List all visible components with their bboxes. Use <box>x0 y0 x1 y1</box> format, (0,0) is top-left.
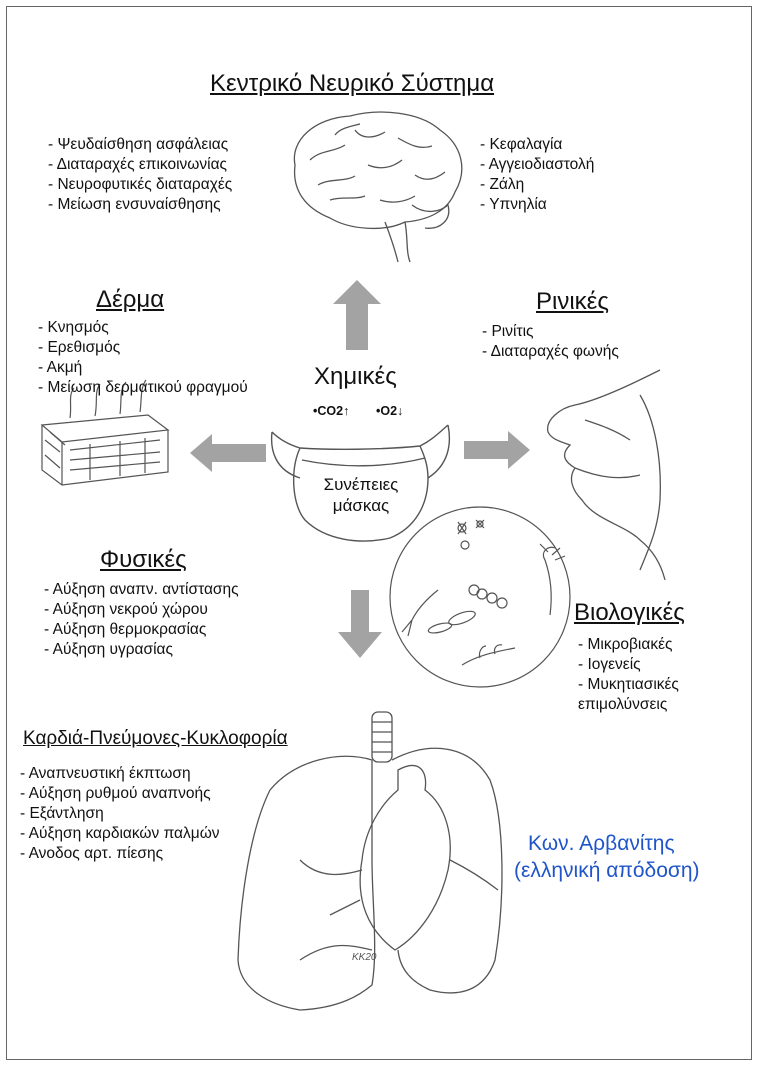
list-item: Ψευδαίσθηση ασφάλειας <box>48 135 232 155</box>
heart-lungs-sketch-icon <box>237 711 503 1011</box>
list-item: Αύξηση ρυθμού αναπνοής <box>20 784 220 804</box>
center-label-line1: Συνέπειες <box>323 475 399 494</box>
page-frame <box>6 6 752 1060</box>
list-item: Αύξηση νεκρού χώρου <box>44 600 239 620</box>
list-item: Αγγειοδιαστολή <box>480 155 595 175</box>
gas-o2-label: •O2↓ <box>376 404 404 418</box>
arrow-right <box>464 431 530 469</box>
list-item: Ρινίτις <box>482 322 619 342</box>
nasal-list: Ρινίτις Διαταραχές φωνής <box>482 322 619 362</box>
biological-title: Βιολογικές <box>574 599 685 626</box>
list-item: Μυκητιασικές <box>578 675 678 695</box>
brain-sketch-icon <box>293 111 463 263</box>
skin-list: Κνησμός Ερεθισμός Ακμή Μείωση δερματικού… <box>38 318 248 398</box>
list-item: Αναπνευστική έκπτωση <box>20 764 220 784</box>
nasal-title: Ρινικές <box>536 288 609 315</box>
list-item: Κνησμός <box>38 318 248 338</box>
microbes-sketch-icon <box>389 506 571 688</box>
list-item: Ερεθισμός <box>38 338 248 358</box>
credit-note: (ελληνική απόδοση) <box>514 859 700 882</box>
cns-left-list: Ψευδαίσθηση ασφάλειας Διαταραχές επικοιν… <box>48 135 233 215</box>
skin-title: Δέρμα <box>96 286 165 313</box>
cardio-title: Καρδιά-Πνεύμονες-Κυκλοφορία <box>23 728 288 749</box>
arrow-left <box>190 434 266 472</box>
list-item: Ανοδος αρτ. πίεσης <box>20 844 220 864</box>
nose-throat-sketch-icon <box>547 369 666 581</box>
gas-co2-label: •CO2↑ <box>313 404 350 418</box>
skin-sketch-icon <box>40 379 170 486</box>
list-item: Μείωση δερματικού φραγμού <box>38 378 247 398</box>
cns-title: Κεντρικό Νευρικό Σύστημα <box>210 70 495 97</box>
center-label: Συνέπειες μάσκας <box>305 474 417 516</box>
list-item: Αύξηση υγρασίας <box>44 640 239 660</box>
list-item: Εξάντληση <box>20 804 220 824</box>
biological-list: Μικροβιακές Ιογενείς Μυκητιασικές <box>578 635 679 695</box>
cardio-list: Αναπνευστική έκπτωση Αύξηση ρυθμού αναπν… <box>20 764 220 864</box>
list-item: Ακμή <box>38 358 248 378</box>
list-item: Ζάλη <box>480 175 594 195</box>
list-item: Αύξηση θερμοκρασίας <box>44 620 239 640</box>
list-item: Διαταραχές επικοινωνίας <box>48 155 232 175</box>
list-item: Μείωση ενσυναίσθησης <box>48 195 232 215</box>
list-item: Κεφαλαγία <box>480 135 594 155</box>
biological-continuation: επιμολύνσεις <box>578 696 668 713</box>
artist-signature: KK20 <box>352 952 377 963</box>
cns-right-list: Κεφαλαγία Αγγειοδιαστολή Ζάλη Υπνηλία <box>480 135 595 215</box>
list-item: Αύξηση αναπν. αντίστασης <box>44 580 239 600</box>
credit-name: Κων. Αρβανίτης <box>528 832 675 855</box>
center-label-line2: μάσκας <box>332 496 390 515</box>
arrow-up <box>333 280 381 350</box>
arrow-down <box>338 590 382 658</box>
physical-list: Αύξηση αναπν. αντίστασης Αύξηση νεκρού χ… <box>44 580 239 660</box>
mask-sketch-icon <box>270 424 451 542</box>
list-item: Αύξηση καρδιακών παλμών <box>20 824 220 844</box>
list-item: Ιογενείς <box>578 655 679 675</box>
chemical-title: Χημικές <box>314 363 397 390</box>
translator-credit: Κων. Αρβανίτης (ελληνική απόδοση) <box>514 830 700 884</box>
list-item: Υπνηλία <box>480 195 594 215</box>
list-item: Μικροβιακές <box>578 635 679 655</box>
list-item: Διαταραχές φωνής <box>482 342 619 362</box>
physical-title: Φυσικές <box>100 546 187 573</box>
list-item: Νευροφυτικές διαταραχές <box>48 175 232 195</box>
